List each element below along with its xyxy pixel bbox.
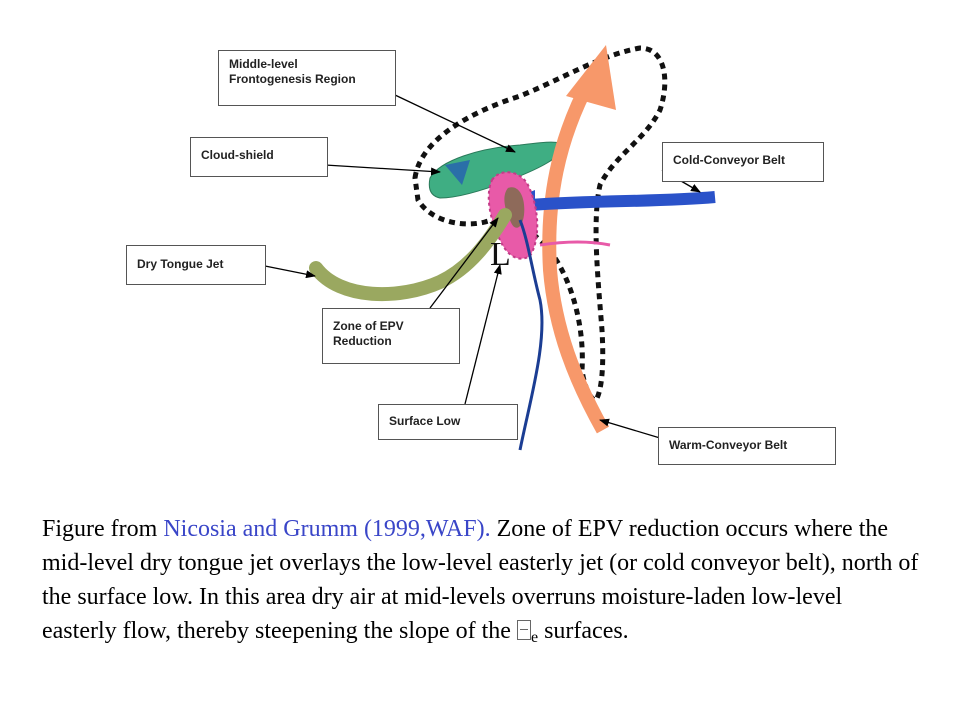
figure-caption: Figure from Nicosia and Grumm (1999,WAF)…: [42, 512, 922, 655]
leader-cloud-shield: [324, 164, 441, 176]
caption-citation: Nicosia and Grumm (1999,WAF).: [163, 516, 491, 542]
caption-prefix: Figure from: [42, 516, 164, 542]
caption-suffix: surfaces.: [538, 618, 629, 644]
leader-surface-low: [464, 264, 502, 405]
label-warm-conveyor-belt: Warm-Conveyor Belt: [658, 427, 836, 465]
caption-body: Zone of EPV reduction occurs where the m…: [42, 516, 919, 644]
leader-middle-level: [394, 94, 516, 153]
warm-conveyor-arrowhead: [566, 45, 616, 110]
label-zone-epv-line2: Reduction: [333, 334, 392, 348]
leader-warm-conveyor: [599, 418, 661, 439]
label-middle-level-line2: Frontogenesis Region: [229, 72, 356, 86]
theta-symbol-icon: [516, 620, 531, 640]
cold-conveyor-band: [529, 191, 716, 211]
cloud-shield-dark-notch: [445, 160, 470, 185]
label-cold-conveyor-belt: Cold-Conveyor Belt: [662, 142, 824, 182]
label-zone-of-epv-reduction: Zone of EPV Reduction: [322, 308, 460, 364]
caption-subscript: e: [530, 629, 539, 646]
leader-zone-epv: [429, 217, 499, 309]
label-middle-level-frontogenesis: Middle-level Frontogenesis Region: [218, 50, 396, 106]
warm-conveyor-band: [542, 76, 610, 434]
label-zone-epv-line1: Zone of EPV: [333, 319, 404, 333]
label-middle-level-line1: Middle-level: [229, 57, 298, 71]
surface-low-track: [518, 219, 544, 451]
conveyor-belt-diagram: [264, 45, 716, 451]
surface-low-symbol: L: [490, 236, 511, 273]
label-surface-low: Surface Low: [378, 404, 518, 440]
pink-line: [539, 240, 611, 247]
leader-dry-tongue: [264, 265, 316, 279]
frontogenesis-outline: [412, 45, 668, 403]
label-dry-tongue-jet: Dry Tongue Jet: [126, 245, 266, 285]
dry-tongue-band: [309, 208, 512, 302]
label-cloud-shield: Cloud-shield: [190, 137, 328, 177]
